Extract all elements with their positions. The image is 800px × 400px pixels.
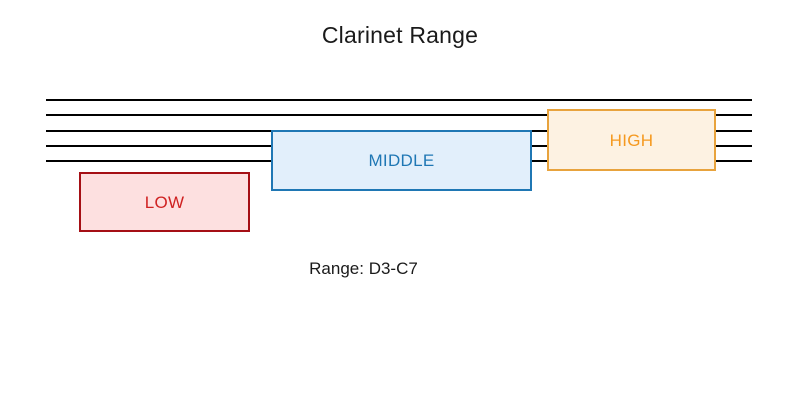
figure-title: Clarinet Range bbox=[321, 22, 479, 48]
register-box-high: HIGH bbox=[547, 109, 716, 171]
register-label-low: LOW bbox=[144, 192, 185, 212]
register-box-middle: MIDDLE bbox=[271, 130, 532, 191]
register-label-high: HIGH bbox=[609, 130, 654, 150]
staff-line-2 bbox=[46, 114, 752, 116]
staff-line-1 bbox=[46, 99, 752, 101]
register-box-low: LOW bbox=[79, 172, 250, 232]
register-label-middle: MIDDLE bbox=[368, 151, 435, 170]
range-caption: Range: D3-C7 bbox=[309, 259, 418, 278]
